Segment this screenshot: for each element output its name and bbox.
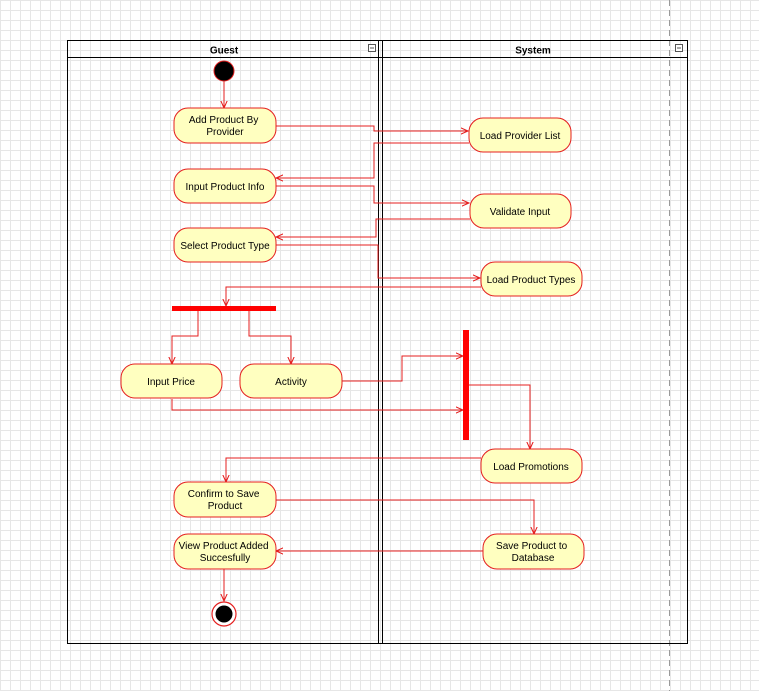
flow-add-product-to-load-provider-list (276, 125, 468, 131)
action-select-product-type[interactable]: Select Product Type (173, 227, 277, 263)
flow-validate-input-to-select-product-type (276, 218, 470, 237)
flow-select-product-type-to-load-product-types (276, 244, 480, 278)
svg-text:Activity: Activity (275, 377, 307, 388)
svg-text:View Product Added Succe: View Product Added Succesfully (179, 541, 272, 564)
svg-text:Input Product Info: Input Product Info (186, 182, 265, 193)
svg-text:Confirm to Save Product: Confirm to Save Product (188, 489, 262, 512)
svg-text:Load Promotions: Load Promotions (493, 462, 569, 473)
svg-text:Save Product to Database: Save Product to Database (496, 541, 570, 564)
svg-text:Load Provider List: Load Provider List (480, 131, 561, 142)
flow-fork-to-input-price (172, 311, 199, 364)
lane-guest-title: Guest (210, 46, 239, 57)
initial-node[interactable] (213, 60, 235, 82)
flow-confirm-save-to-save-product (276, 499, 534, 534)
action-load-promotions[interactable]: Load Promotions (480, 448, 583, 484)
action-activity[interactable]: Activity (239, 363, 343, 399)
lane-system-title: System (515, 46, 551, 57)
action-load-product-types[interactable]: Load Product Types (480, 261, 583, 297)
flow-load-promotions-to-confirm-save (226, 457, 481, 482)
svg-text:Validate Input: Validate Input (490, 207, 551, 218)
flow-input-product-info-to-validate-input (276, 185, 469, 203)
flow-load-product-types-to-fork (226, 286, 481, 306)
flow-activity-to-join (342, 356, 463, 382)
final-node[interactable] (211, 601, 237, 627)
flow-input-price-to-join (171, 399, 463, 410)
svg-text:Input Price: Input Price (147, 377, 195, 388)
collapse-icon[interactable] (368, 44, 376, 52)
action-confirm-to-save-product[interactable]: Confirm to Save Product (173, 481, 277, 518)
action-view-product-added[interactable]: View Product Added Succesfully (173, 533, 277, 570)
swimlane-pool (67, 40, 688, 644)
action-input-product-info[interactable]: Input Product Info (173, 168, 277, 204)
action-input-price[interactable]: Input Price (120, 363, 223, 399)
svg-text:Load Product Types: Load Product Types (487, 275, 576, 286)
join-bar[interactable] (463, 330, 469, 440)
flow-join-to-load-promotions (469, 384, 530, 449)
flow-load-provider-list-to-input-product-info (276, 142, 469, 178)
action-add-product-by-provider[interactable]: Add Product By Provider (173, 107, 277, 144)
action-load-provider-list[interactable]: Load Provider List (468, 117, 572, 153)
action-save-product-to-database[interactable]: Save Product to Database (482, 533, 585, 570)
control-flows (172, 81, 534, 601)
collapse-icon[interactable] (675, 44, 683, 52)
flow-fork-to-activity (248, 311, 291, 364)
lane-guest[interactable]: Guest (210, 44, 376, 57)
lane-system[interactable]: System (515, 44, 683, 57)
action-validate-input[interactable]: Validate Input (469, 193, 572, 229)
svg-text:Select Product Type: Select Product Type (180, 241, 270, 252)
fork-bar[interactable] (172, 306, 276, 311)
svg-text:Add Product By Provider: Add Product By Provider (189, 115, 261, 138)
